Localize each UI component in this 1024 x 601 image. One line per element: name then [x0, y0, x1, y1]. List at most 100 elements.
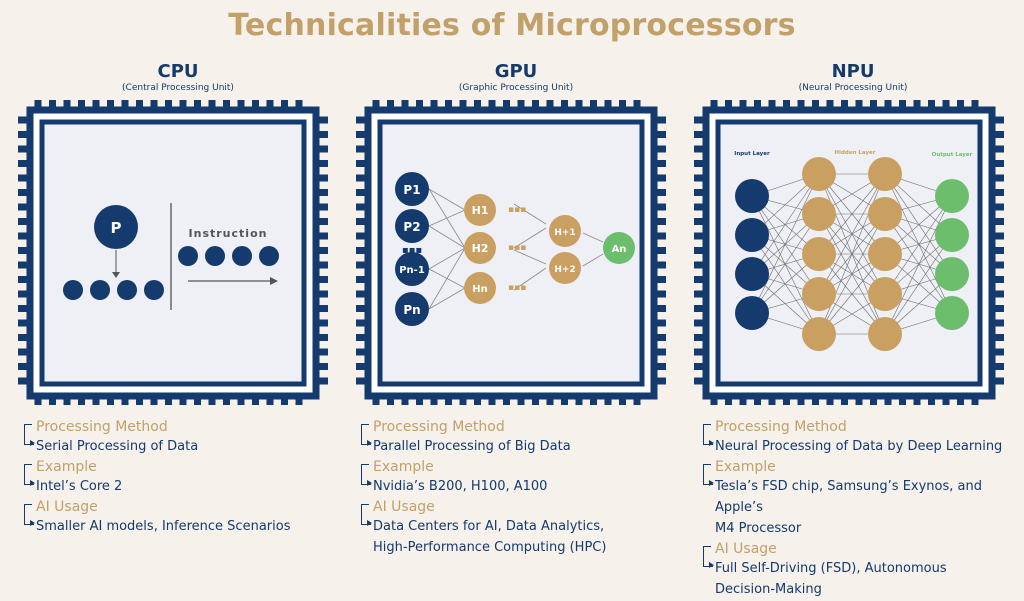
chip-pin — [694, 290, 707, 298]
chip-pin — [266, 100, 274, 112]
chip-pin — [315, 160, 328, 167]
chip-pin — [694, 276, 707, 283]
chip-pin — [841, 100, 848, 112]
chip-pin — [991, 290, 1004, 298]
chip-pin — [315, 348, 328, 356]
chip-pin — [971, 100, 979, 112]
gpu-title: GPU — [494, 61, 538, 82]
npu-edge — [884, 213, 953, 314]
gpu-node-hn-label: Hn — [472, 284, 488, 295]
chip-pin — [694, 218, 707, 225]
chip-pin — [315, 363, 328, 370]
npu-input-node — [735, 179, 769, 213]
cpu-instruction-node — [178, 246, 198, 266]
npu-hidden-node — [868, 237, 902, 271]
chip-pin — [18, 218, 31, 225]
gpu-node-hn — [464, 272, 496, 304]
gpu-h2-dashes: ▪▪▪ — [508, 243, 526, 253]
chip-pin — [653, 348, 666, 356]
chip-pin — [590, 100, 597, 112]
npu-example-label: Example — [703, 458, 1021, 476]
npu-usage-line: Full Self-Driving (FSD), Autonomous — [715, 561, 947, 576]
cpu-instruction-node — [232, 246, 252, 266]
gpu-example-label: Example — [361, 458, 679, 476]
npu-subtitle: (Neural Processing Unit) — [798, 83, 908, 93]
cpu-chip-diagram: P Instruction — [18, 100, 328, 405]
gpu-info: Processing Method Parallel Processing of… — [359, 418, 679, 559]
chip-pin — [315, 116, 328, 124]
chip-pin — [315, 290, 328, 298]
chip-pin — [653, 334, 666, 341]
chip-pin — [653, 247, 666, 254]
chip-pin — [18, 363, 31, 370]
chip-pin — [18, 247, 31, 254]
chip-pin — [532, 100, 539, 112]
npu-input-node — [735, 296, 769, 330]
npu-edge — [818, 173, 886, 295]
chip-pin — [694, 334, 707, 341]
chip-pin — [356, 247, 369, 254]
npu-edge — [751, 173, 820, 275]
gpu-example-value: Nvidia’s B200, H100, A100 — [361, 473, 679, 497]
npu-output-node — [935, 179, 969, 213]
npu-output-node — [935, 296, 969, 330]
chip-pin — [653, 305, 666, 312]
chip-pin — [653, 203, 666, 211]
chip-pin — [430, 100, 438, 112]
chip-pin — [416, 100, 423, 112]
chip-pin — [18, 261, 31, 269]
npu-output-node — [935, 218, 969, 252]
chip-pin — [34, 100, 42, 112]
npu-edge — [884, 173, 953, 275]
chip-pin — [653, 319, 666, 327]
chip-pin — [991, 334, 1004, 341]
chip-pin — [694, 116, 707, 124]
chip-pin — [237, 100, 245, 112]
npu-nodes — [735, 157, 969, 351]
chip-pin — [356, 319, 369, 327]
gpu-node-p1-label: P1 — [403, 183, 420, 197]
chip-pin — [295, 100, 303, 112]
chip-pin — [653, 218, 666, 225]
chip-pin — [768, 100, 776, 112]
npu-edge — [818, 173, 886, 255]
chip-pin — [694, 203, 707, 211]
chip-pin — [18, 160, 31, 167]
chip-pin — [18, 348, 31, 356]
chip-pin — [315, 232, 328, 240]
chip-pin — [991, 348, 1004, 356]
chip-pin — [372, 100, 380, 112]
npu-chip-diagram: Input Layer Hidden Layer Output Layer — [694, 100, 1004, 405]
chip-pin — [575, 100, 583, 112]
chip-pin — [694, 247, 707, 254]
cpu-data-node — [63, 280, 83, 300]
chip-pin — [604, 100, 612, 112]
chip-pin — [826, 100, 834, 112]
chip-pin — [694, 174, 707, 182]
chip-pin — [356, 363, 369, 370]
chip-pin — [503, 100, 510, 112]
chip-pin — [63, 100, 71, 112]
chip-pin — [991, 203, 1004, 211]
chip-pin — [991, 131, 1004, 138]
chip-pin — [488, 100, 496, 112]
gpu-node-pn — [395, 292, 429, 326]
gpu-node-h2 — [464, 232, 496, 264]
chip-pin — [194, 100, 201, 112]
gpu-hn-dashes: ▪▪▪ — [508, 283, 526, 293]
chip-pin — [653, 145, 666, 153]
chip-pin — [694, 319, 707, 327]
gpu-node-an-label: An — [612, 244, 627, 255]
chip-pin — [653, 160, 666, 167]
npu-hidden-layer-label: Hidden Layer — [835, 150, 876, 156]
chip-pin — [121, 100, 129, 112]
chip-pin — [315, 189, 328, 196]
gpu-h1-dashes: ▪▪▪ — [508, 205, 526, 215]
npu-edge — [884, 234, 953, 335]
npu-method-value: Neural Processing of Data by Deep Learni… — [703, 433, 1021, 457]
chip-pin — [356, 377, 369, 385]
npu-hidden-node — [868, 317, 902, 351]
chip-pin — [356, 116, 369, 124]
chip-pin — [633, 100, 641, 112]
npu-example-line: M4 Processor — [715, 521, 802, 536]
